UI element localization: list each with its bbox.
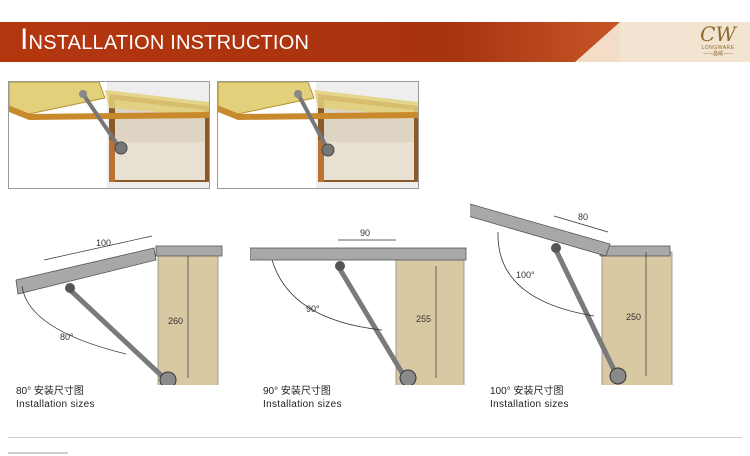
gas-strut [66, 286, 166, 380]
cabinet-drawing-2 [218, 82, 418, 188]
width-dimension: 90 [360, 228, 370, 238]
strut-bottom-mount [609, 367, 627, 385]
diagram-100-degree: 100° 80 250 24 [467, 190, 705, 403]
caption-cn: 90° 安装尺寸图 [263, 386, 331, 397]
width-dimension: 100 [96, 238, 111, 248]
angle-arc [21, 285, 127, 355]
caption-90: 90° 安装尺寸图 Installation sizes [263, 385, 342, 411]
width-dimension-line [43, 235, 153, 261]
bottom-divider [8, 437, 742, 438]
diagram-100-svg: 100° 80 250 24 [467, 203, 673, 403]
strut-bottom-mount [159, 371, 177, 389]
bottom-accent [8, 452, 68, 454]
banner-logo-area [620, 22, 750, 62]
cabinet-illustration-1 [8, 81, 210, 189]
cabinet-drawing-1 [9, 82, 209, 188]
banner-diagonal [575, 22, 620, 62]
gas-strut [551, 244, 619, 376]
angle-label: 80° [60, 332, 74, 342]
cabinet-top-panel [599, 245, 671, 257]
angle-label: 90° [306, 304, 320, 314]
width-dimension-line [553, 215, 609, 233]
logo-cn: ——昌威—— [702, 51, 733, 57]
angle-label: 100° [516, 270, 535, 280]
strut-bottom-mount [399, 369, 417, 387]
height-dimension: 260 [168, 316, 183, 326]
lid-panel [467, 203, 611, 257]
height-dimension: 250 [626, 312, 641, 322]
strut-top-mount [335, 261, 345, 271]
gas-strut [335, 264, 407, 378]
cabinet-illustration-2 [217, 81, 419, 189]
strut-top-mount [65, 283, 75, 293]
strut-top-mount [551, 243, 561, 253]
height-dimension: 255 [416, 314, 431, 324]
logo-mark: CW [700, 22, 736, 46]
diagram-80-svg: 80° 100 260 24 [15, 235, 223, 402]
header-banner: INSTALLATION INSTRUCTION CW LONGWARE ——昌… [0, 22, 750, 62]
diagram-80-degree: 80° 100 260 24 [8, 190, 243, 402]
diagram-90-svg: 90° 90 255 24 [249, 228, 467, 406]
caption-cn: 80° 安装尺寸图 [16, 386, 84, 397]
width-dimension: 80 [578, 212, 588, 222]
brand-logo: CW LONGWARE ——昌威—— [695, 23, 741, 61]
caption-en: Installation sizes [490, 399, 569, 410]
angle-arc [497, 231, 595, 317]
logo-text: LONGWARE [701, 45, 735, 51]
page-title: INSTALLATION INSTRUCTION [20, 25, 309, 55]
caption-80: 80° 安装尺寸图 Installation sizes [16, 385, 95, 411]
lid-panel [249, 247, 467, 261]
title-rest: NSTALLATION INSTRUCTION [28, 32, 310, 54]
diagram-90-degree: 90° 90 255 24 [249, 190, 485, 406]
caption-100: 100° 安装尺寸图 Installation sizes [490, 385, 569, 411]
caption-en: Installation sizes [16, 399, 95, 410]
caption-en: Installation sizes [263, 399, 342, 410]
title-initial: I [20, 23, 29, 56]
lid-panel [15, 247, 157, 295]
angle-arc [271, 259, 383, 331]
cabinet-top-panel [155, 245, 223, 257]
caption-cn: 100° 安装尺寸图 [490, 386, 564, 397]
